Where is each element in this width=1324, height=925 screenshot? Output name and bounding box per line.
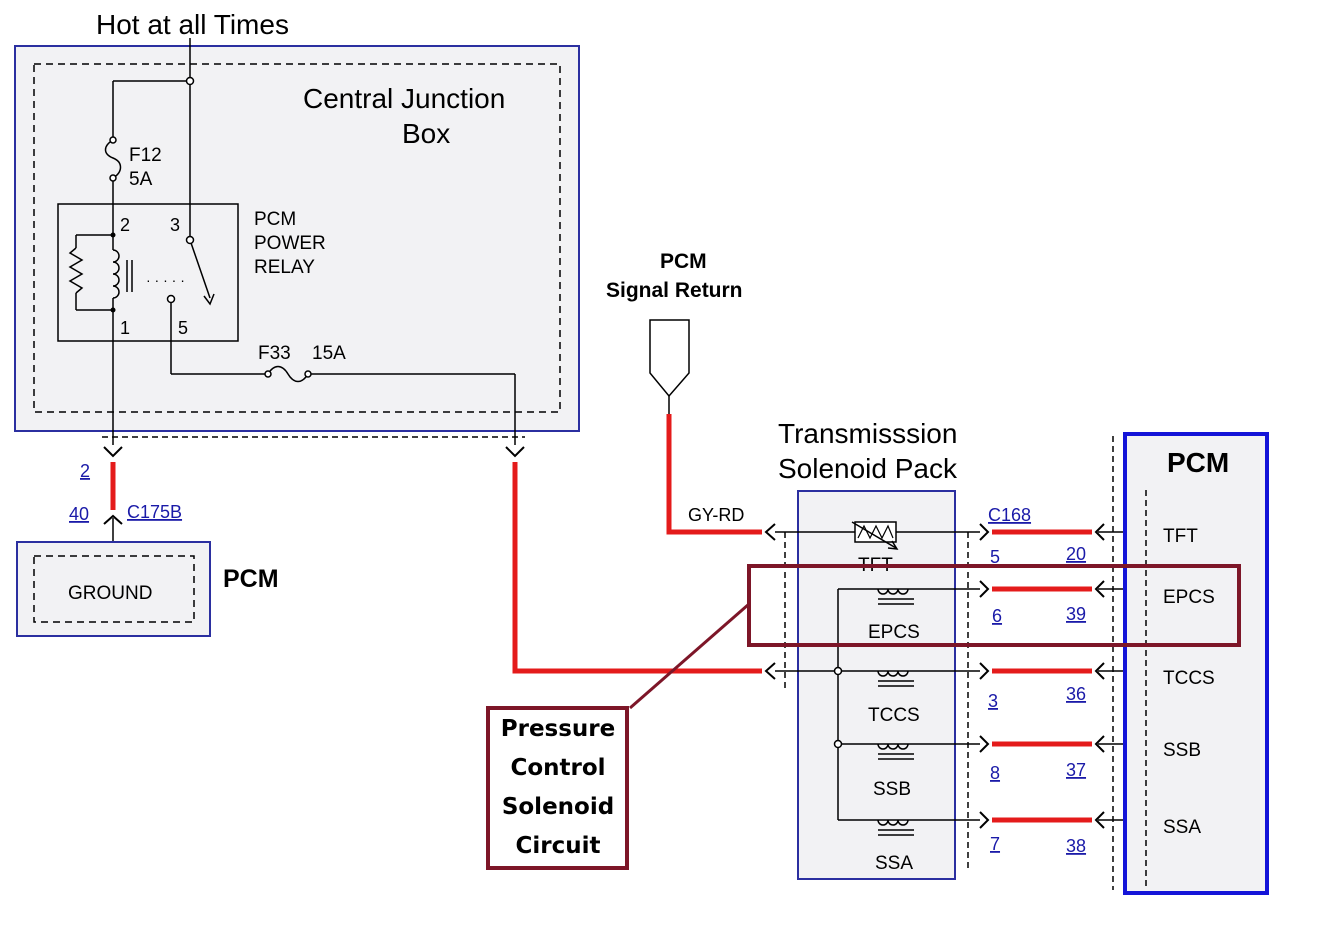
pcm-signal-return-line2: Signal Return [606,279,743,302]
pcm-power-relay [57,203,239,342]
wire-gy-rd [666,414,762,535]
pack-pin-epcs: 6 [992,606,1002,626]
harness-wires [992,529,1092,823]
relay-pin-1-dot [110,307,116,313]
relay-dotted-link: · · · · · [146,272,185,288]
pcm-pin-epcs: 39 [1066,604,1086,624]
connector-f33-out [505,446,525,458]
relay-pin-2: 2 [120,215,130,235]
pcm-signal-return-line1: PCM [660,250,707,273]
tft-arrow-head [887,540,899,550]
pack-output-arrows [979,523,990,829]
solenoid-name-epcs: EPCS [868,622,920,643]
pressure-control-callout [486,706,629,870]
tsp-title-line2: Solenoid Pack [778,453,958,484]
callout-line4: Circuit [516,833,601,859]
coil-ssa-icon [877,819,914,836]
coil-ssb-icon [877,743,914,760]
fuse-f12-bottom [109,174,117,182]
relay-pin-5: 5 [178,318,188,338]
pcm-signal-ssb: SSB [1163,740,1201,761]
solenoid-name-ssa: SSA [875,853,913,874]
pack-pin-tft: 5 [990,547,1000,567]
pack-pin-tccs: 3 [988,691,998,711]
relay-label-line2: POWER [254,233,326,254]
signal-return-symbol [649,319,690,398]
pcm-signal-tccs: TCCS [1163,668,1215,689]
cjb-wiring [68,38,516,445]
pin-2-link: 2 [80,461,90,481]
wire-gy-rd-label: GY-RD [688,505,744,525]
connector-c175b-top [103,446,123,458]
pcm-right-label: PCM [1167,447,1229,478]
pcm-signal-ssa: SSA [1163,817,1201,838]
transmission-solenoid-pack [797,490,956,880]
fuse-f33-name: F33 [258,343,291,364]
tsp-junction-tccs [833,666,843,676]
solenoid-name-tccs: TCCS [868,705,920,726]
coil-tccs-icon [877,670,914,687]
cjb-title-line1: Central Junction [303,83,505,114]
junction-dot [185,76,195,86]
central-junction-box-inner [33,63,561,413]
connector-c175b-link: C175B [127,502,182,522]
relay-label-line1: PCM [254,209,296,230]
hot-at-all-times-label: Hot at all Times [96,9,289,40]
relay-label-line3: RELAY [254,257,315,278]
cjb-title-line2: Box [402,118,450,149]
tft-thermistor-zigzag [857,524,894,540]
relay-contact-5 [166,294,176,304]
pcm-pin-tccs: 36 [1066,684,1086,704]
pcm-module-right [1123,432,1269,895]
relay-pin-2-dot [110,232,116,238]
pcm-pin-ssb: 37 [1066,760,1086,780]
pcm-pin-ssa: 38 [1066,836,1086,856]
connector-gy-rd-arrow [764,523,776,541]
connector-c168-link: C168 [988,505,1031,525]
fuse-f33-right [304,370,312,378]
relay-pin-3: 3 [170,215,180,235]
coil-epcs-icon [877,588,914,605]
pcm-ground-inner [33,555,195,623]
pcm-input-arrows [1094,523,1105,829]
connector-power-arrow [764,662,776,680]
ground-label: GROUND [68,583,152,604]
pcm-ground-box [16,541,211,637]
tsp-junction-ssb [833,739,843,749]
connector-c175b-bottom [103,514,123,525]
fuse-f12-top [109,136,117,144]
relay-pin-1: 1 [120,318,130,338]
fuse-f33-rating: 15A [312,343,346,364]
pack-pin-ssb: 8 [990,763,1000,783]
fuse-f12-name: F12 [129,145,162,166]
fuse-f33-left [264,370,272,378]
callout-leader-line [629,602,750,710]
callout-line1: Pressure [501,716,616,742]
pack-pin-ssa: 7 [990,834,1000,854]
tft-thermistor [854,521,897,543]
central-junction-box [14,45,580,432]
wire-solenoid-power [512,462,762,674]
solenoid-name-ssb: SSB [873,779,911,800]
pcm-signal-epcs: EPCS [1163,587,1215,608]
pcm-signal-tft: TFT [1163,526,1198,547]
tsp-title-line1: Transmisssion [778,418,957,449]
tft-thermistor-arrow [851,521,897,549]
pcm-pin-tft: 20 [1066,544,1086,564]
pin-40-link: 40 [69,504,89,524]
callout-line2: Control [510,755,605,781]
pcm-left-label: PCM [223,565,279,593]
fuse-f12-rating: 5A [129,169,153,190]
callout-line3: Solenoid [502,794,614,820]
relay-contact-3 [185,235,195,245]
